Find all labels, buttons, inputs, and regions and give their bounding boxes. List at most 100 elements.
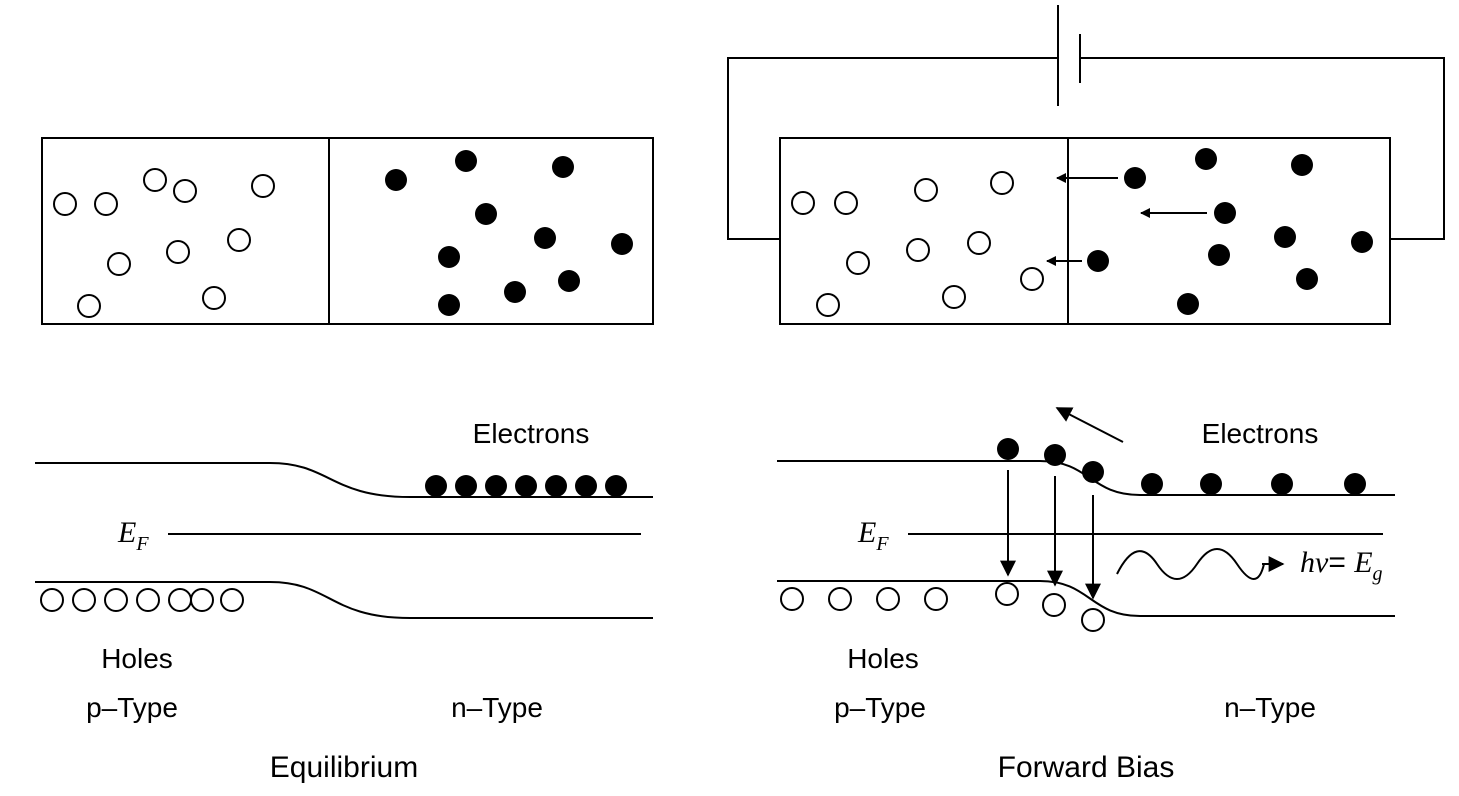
hole-icon bbox=[990, 171, 1014, 195]
hole-icon bbox=[104, 588, 128, 612]
hole-icon bbox=[77, 294, 101, 318]
conduction-band-line bbox=[35, 462, 653, 498]
electron-icon bbox=[558, 270, 580, 292]
hole-icon bbox=[924, 587, 948, 611]
hole-icon bbox=[166, 240, 190, 264]
electron-icon bbox=[611, 233, 633, 255]
n-region-box bbox=[1067, 137, 1391, 325]
hole-icon bbox=[72, 588, 96, 612]
hole-icon bbox=[906, 238, 930, 262]
electron-icon bbox=[1208, 244, 1230, 266]
electron-icon bbox=[1274, 226, 1296, 248]
electron-icon bbox=[438, 246, 460, 268]
n-type-label: n–Type bbox=[1224, 692, 1316, 723]
hole-icon bbox=[791, 191, 815, 215]
hole-icon bbox=[1042, 593, 1066, 617]
hole-icon bbox=[53, 192, 77, 216]
hole-icon bbox=[107, 252, 131, 276]
electron-icon bbox=[545, 475, 567, 497]
hole-icon bbox=[816, 293, 840, 317]
electron-icon bbox=[515, 475, 537, 497]
electron-icon bbox=[1214, 202, 1236, 224]
equilibrium-p-holes bbox=[53, 168, 275, 318]
hole-icon bbox=[995, 582, 1019, 606]
electron-icon bbox=[1141, 473, 1163, 495]
hole-icon bbox=[143, 168, 167, 192]
equilibrium-caption: Equilibrium bbox=[270, 751, 418, 784]
electron-icon bbox=[438, 294, 460, 316]
equilibrium-band-holes bbox=[40, 588, 244, 612]
hole-icon bbox=[173, 179, 197, 203]
electron-icon bbox=[997, 438, 1019, 460]
hole-icon bbox=[220, 588, 244, 612]
equilibrium-panel: Electrons EF Holes p–Type n–Type Equilib… bbox=[35, 137, 654, 784]
electron-icon bbox=[1082, 461, 1104, 483]
electron-icon bbox=[534, 227, 556, 249]
p-type-label: p–Type bbox=[86, 692, 178, 723]
electron-icon bbox=[1271, 473, 1293, 495]
valence-band-line bbox=[35, 581, 653, 619]
electron-injection-arrow-icon bbox=[1055, 407, 1124, 443]
recombination-arrows bbox=[1000, 470, 1101, 600]
electron-flow-arrows bbox=[1046, 173, 1207, 266]
hole-icon bbox=[914, 178, 938, 202]
battery-circuit bbox=[727, 5, 1445, 240]
hole-icon bbox=[40, 588, 64, 612]
fermi-level-label: EF bbox=[117, 516, 149, 555]
electron-icon bbox=[1291, 154, 1313, 176]
hole-icon bbox=[834, 191, 858, 215]
electron-icon bbox=[605, 475, 627, 497]
electron-icon bbox=[1044, 444, 1066, 466]
electron-icon bbox=[504, 281, 526, 303]
hole-icon bbox=[136, 588, 160, 612]
holes-label: Holes bbox=[847, 643, 919, 674]
forward-bias-panel: Electrons EF hv= Eg Holes p–Type n–Type … bbox=[727, 5, 1445, 784]
forward-p-holes bbox=[791, 171, 1044, 317]
electron-icon bbox=[1124, 167, 1146, 189]
hole-icon bbox=[202, 286, 226, 310]
holes-label: Holes bbox=[101, 643, 173, 674]
electron-icon bbox=[1195, 148, 1217, 170]
electron-icon bbox=[1344, 473, 1366, 495]
electron-icon bbox=[455, 150, 477, 172]
hole-icon bbox=[942, 285, 966, 309]
hole-icon bbox=[227, 228, 251, 252]
hole-icon bbox=[190, 588, 214, 612]
equilibrium-junction-block bbox=[41, 137, 654, 325]
hole-icon bbox=[1081, 608, 1105, 632]
hole-icon bbox=[251, 174, 275, 198]
circuit-wire-left bbox=[727, 57, 1058, 240]
fermi-level-label: EF bbox=[857, 516, 889, 555]
hole-icon bbox=[967, 231, 991, 255]
forward-band-holes bbox=[780, 582, 1105, 632]
equilibrium-n-electrons bbox=[385, 150, 633, 316]
hole-icon bbox=[780, 587, 804, 611]
n-region-box bbox=[328, 137, 654, 325]
n-type-label: n–Type bbox=[451, 692, 543, 723]
hole-icon bbox=[876, 587, 900, 611]
forward-bias-caption: Forward Bias bbox=[998, 751, 1175, 784]
photon-wave-icon bbox=[1116, 548, 1265, 580]
electron-icon bbox=[1177, 293, 1199, 315]
hole-icon bbox=[1020, 267, 1044, 291]
hole-icon bbox=[94, 192, 118, 216]
equilibrium-band-electrons bbox=[425, 475, 627, 497]
forward-n-electrons bbox=[1087, 148, 1373, 315]
electron-icon bbox=[552, 156, 574, 178]
forward-junction-block bbox=[779, 137, 1391, 325]
electron-icon bbox=[1087, 250, 1109, 272]
electron-icon bbox=[1200, 473, 1222, 495]
electrons-label: Electrons bbox=[1202, 418, 1319, 449]
electron-icon bbox=[1351, 231, 1373, 253]
electron-icon bbox=[1296, 268, 1318, 290]
electron-icon bbox=[475, 203, 497, 225]
electron-icon bbox=[575, 475, 597, 497]
circuit-wire-right bbox=[1080, 57, 1445, 240]
electron-icon bbox=[385, 169, 407, 191]
electrons-label: Electrons bbox=[473, 418, 590, 449]
equilibrium-band-diagram bbox=[35, 462, 653, 619]
electron-icon bbox=[485, 475, 507, 497]
hole-icon bbox=[828, 587, 852, 611]
electron-icon bbox=[425, 475, 447, 497]
